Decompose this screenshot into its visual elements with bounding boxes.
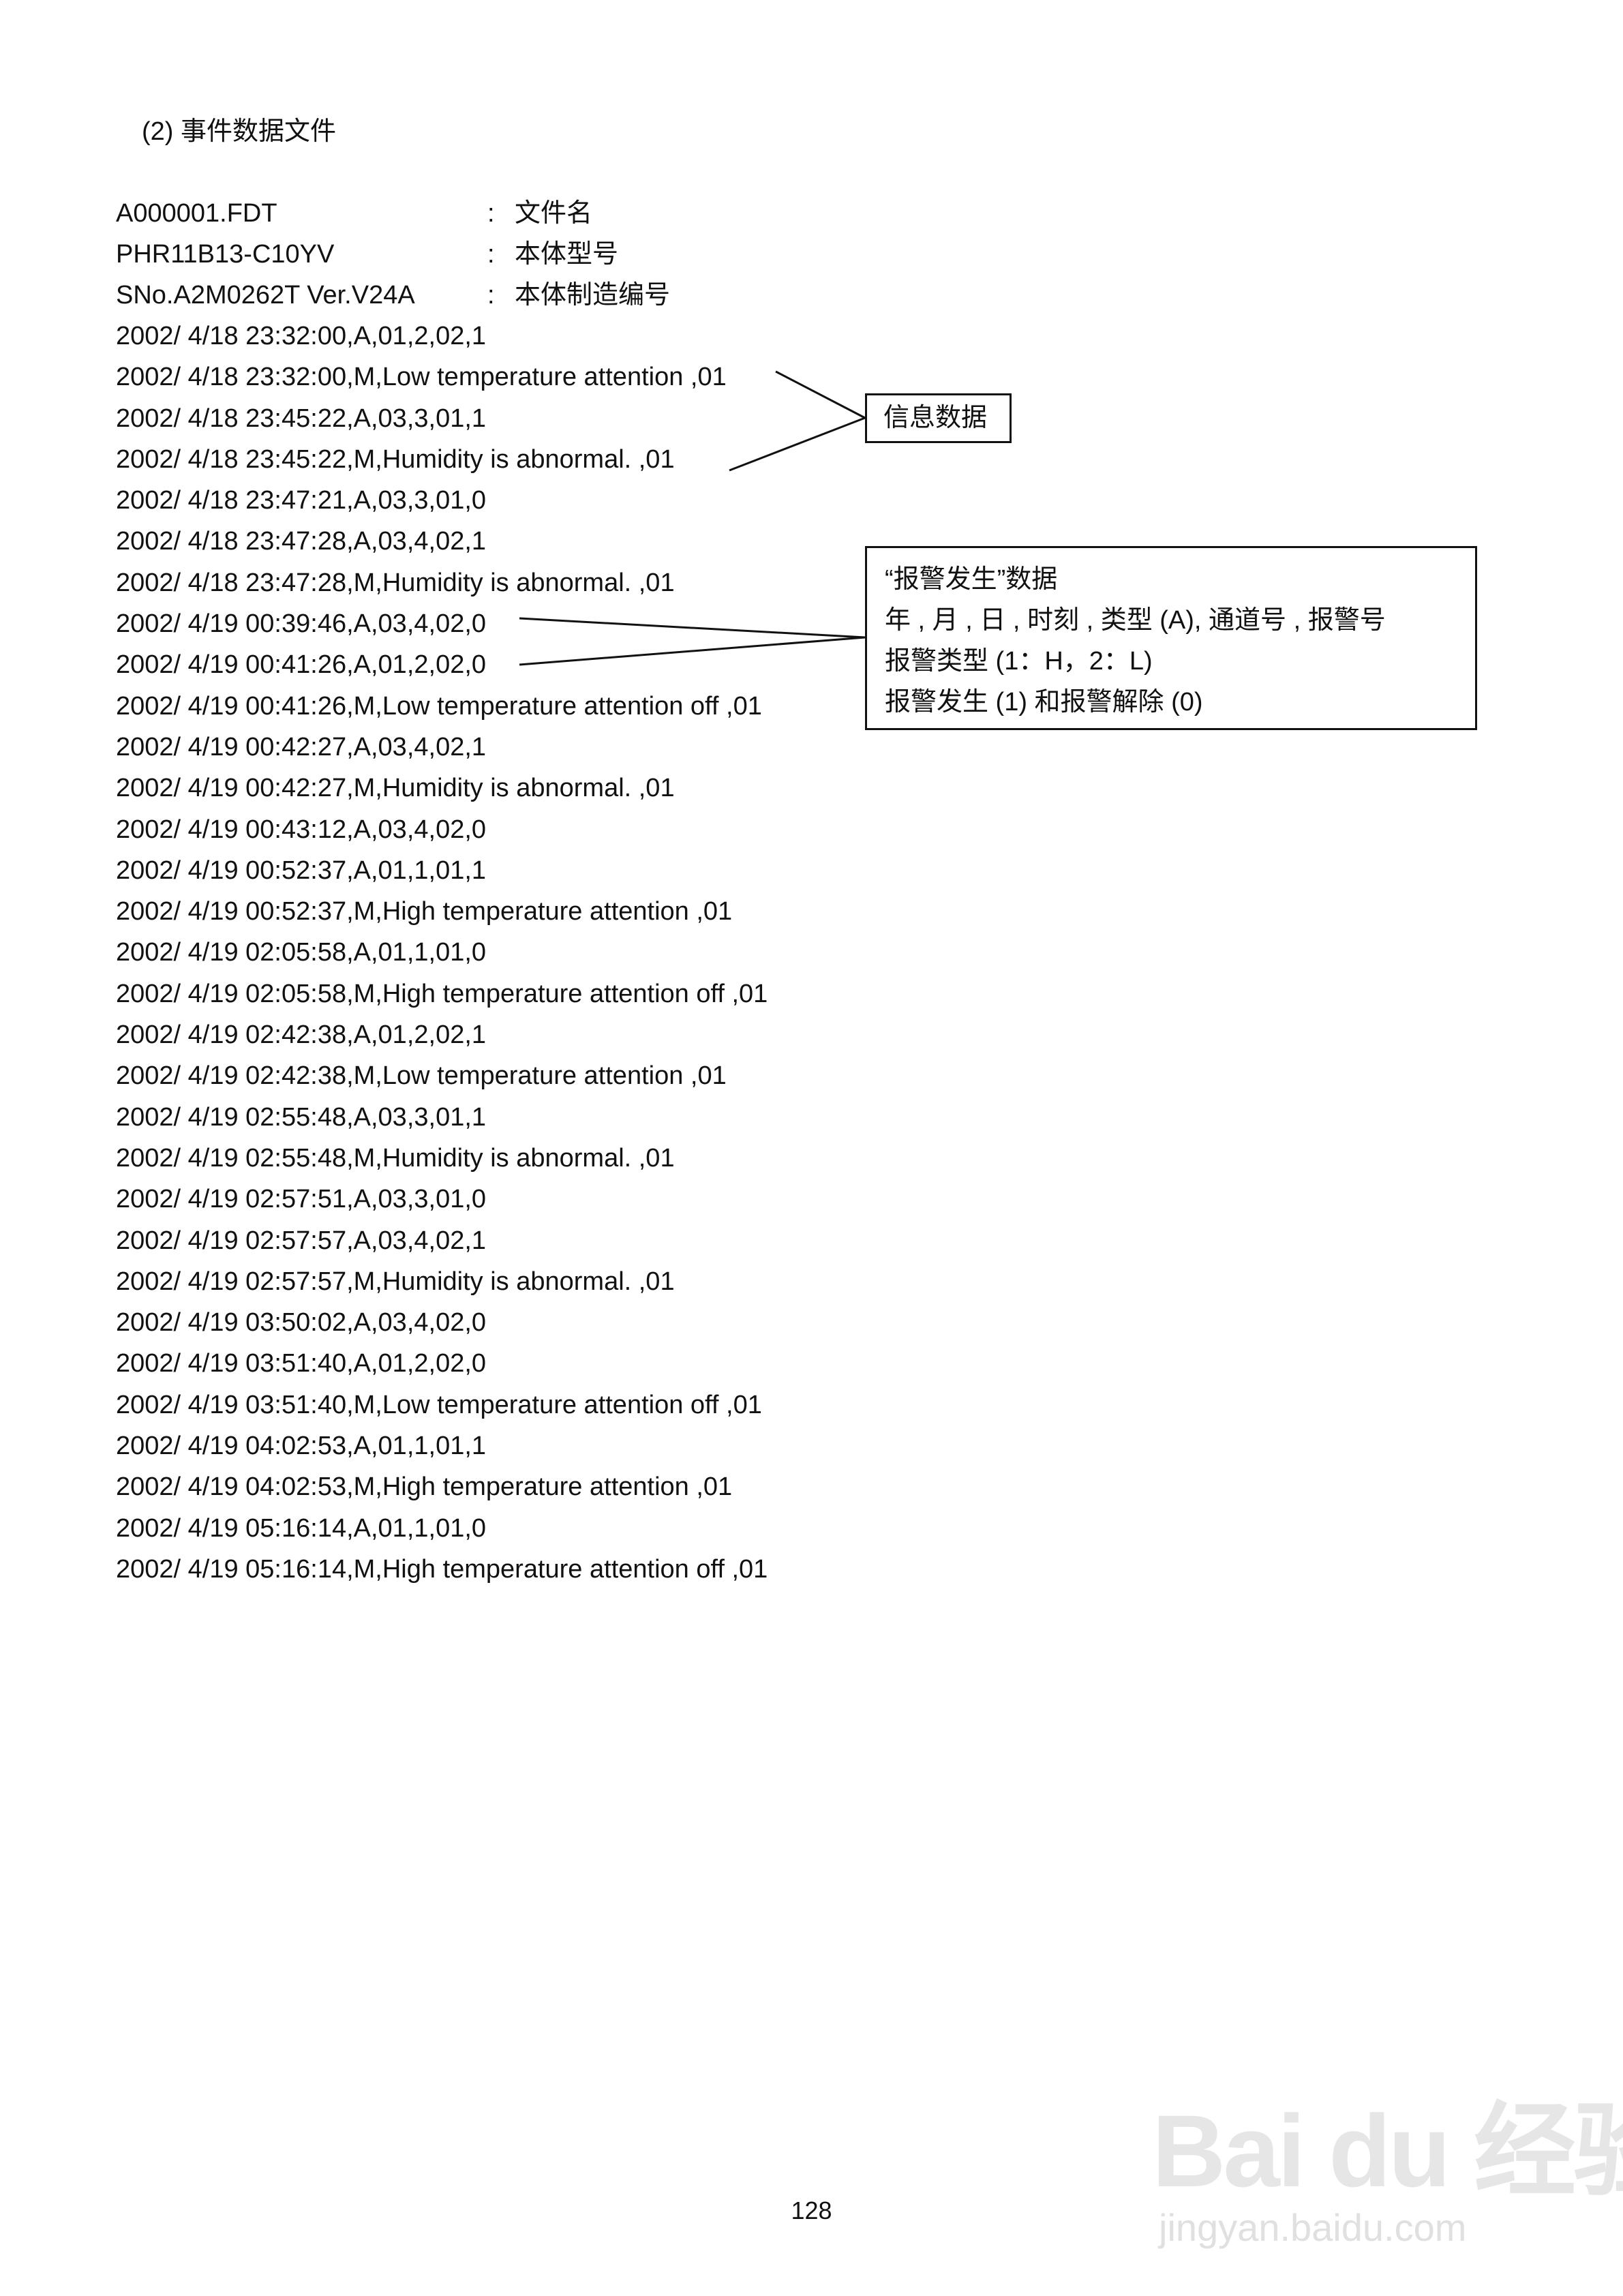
data-row: 2002/ 4/19 05:16:14,M,High temperature a…	[116, 1554, 768, 1584]
header-description: 本体型号	[515, 240, 619, 269]
data-row: 2002/ 4/18 23:32:00,A,01,2,02,1	[116, 322, 487, 350]
data-row: 2002/ 4/19 02:05:58,A,01,1,01,0	[116, 938, 487, 967]
callout-alarm-data: “报警发生”数据 年 , 月 , 日 , 时刻 , 类型 (A), 通道号 , …	[865, 546, 1477, 730]
alarm-callout-line: “报警发生”数据	[885, 565, 1058, 594]
data-row: 2002/ 4/19 03:50:02,A,03,4,02,0	[116, 1308, 487, 1338]
data-row: 2002/ 4/19 02:57:57,M,Humidity is abnorm…	[116, 1267, 675, 1296]
data-row: 2002/ 4/19 00:52:37,M,High temperature a…	[116, 897, 733, 926]
data-row: 2002/ 4/19 04:02:53,A,01,1,01,1	[116, 1432, 487, 1461]
data-row: 2002/ 4/19 02:55:48,A,03,3,01,1	[116, 1102, 487, 1132]
data-row: 2002/ 4/19 02:42:38,M,Low temperature at…	[116, 1061, 727, 1091]
data-row: 2002/ 4/19 02:42:38,A,01,2,02,1	[116, 1021, 487, 1050]
alarm-callout-line: 报警类型 (1：H，2：L)	[885, 647, 1153, 676]
data-row: 2002/ 4/19 04:02:53,M,High temperature a…	[116, 1472, 733, 1502]
data-row: 2002/ 4/19 00:42:27,A,03,4,02,1	[116, 732, 487, 761]
event-data-list: 2002/ 4/18 23:32:00,A,01,2,02,1 2002/ 4/…	[116, 316, 768, 1590]
data-row: 2002/ 4/19 00:42:27,M,Humidity is abnorm…	[116, 774, 675, 803]
data-row: 2002/ 4/18 23:47:28,A,03,4,02,1	[116, 527, 487, 556]
watermark-brand: Bai du 经验	[1152, 2094, 1623, 2208]
alarm-callout-line: 年 , 月 , 日 , 时刻 , 类型 (A), 通道号 , 报警号	[885, 606, 1386, 635]
header-row-model: PHR11B13-C10YV: 本体型号	[116, 234, 670, 275]
data-row: 2002/ 4/19 02:55:48,M,Humidity is abnorm…	[116, 1143, 675, 1173]
page-number: 128	[791, 2196, 832, 2224]
header-row-serial: SNo.A2M0262T Ver.V24A: 本体制造编号	[116, 275, 670, 316]
header-colon: :	[487, 199, 495, 228]
header-colon: :	[487, 240, 495, 269]
data-row: 2002/ 4/18 23:32:00,M,Low temperature at…	[116, 363, 727, 392]
data-row: 2002/ 4/19 02:57:51,A,03,3,01,0	[116, 1185, 487, 1214]
section-title: (2) 事件数据文件	[142, 117, 337, 146]
header-row-filename: A000001.FDT: 文件名	[116, 193, 670, 234]
data-row: 2002/ 4/18 23:47:21,A,03,3,01,0	[116, 486, 487, 515]
watermark-url: jingyan.baidu.com	[1159, 2206, 1467, 2249]
header-description: 文件名	[515, 199, 593, 228]
file-header-block: A000001.FDT: 文件名 PHR11B13-C10YV: 本体型号 SNo.…	[116, 193, 670, 316]
data-row: 2002/ 4/19 00:43:12,A,03,4,02,0	[116, 815, 487, 844]
data-row: 2002/ 4/18 23:45:22,M,Humidity is abnorm…	[116, 444, 675, 474]
data-row: 2002/ 4/19 00:41:26,A,01,2,02,0	[116, 650, 487, 680]
header-description: 本体制造编号	[515, 281, 671, 309]
data-row: 2002/ 4/19 02:57:57,A,03,4,02,1	[116, 1226, 487, 1255]
data-row: 2002/ 4/19 03:51:40,M,Low temperature at…	[116, 1390, 762, 1419]
data-row: 2002/ 4/19 00:52:37,A,01,1,01,1	[116, 856, 487, 885]
data-row: 2002/ 4/18 23:45:22,A,03,3,01,1	[116, 404, 487, 433]
baidu-watermark: Bai du 经验 jingyan.baidu.com	[1152, 2052, 1623, 2256]
header-value: A000001.FDT	[116, 199, 277, 228]
header-value: PHR11B13-C10YV	[116, 240, 335, 269]
header-value: SNo.A2M0262T Ver.V24A	[116, 281, 415, 309]
alarm-callout-line: 报警发生 (1) 和报警解除 (0)	[885, 688, 1203, 716]
data-row: 2002/ 4/19 02:05:58,M,High temperature a…	[116, 979, 768, 1008]
data-row: 2002/ 4/19 05:16:14,A,01,1,01,0	[116, 1513, 487, 1543]
connector-info-upper	[775, 370, 866, 419]
data-row: 2002/ 4/19 00:39:46,A,03,4,02,0	[116, 609, 487, 639]
data-row: 2002/ 4/19 00:41:26,M,Low temperature at…	[116, 691, 762, 721]
data-row: 2002/ 4/19 03:51:40,A,01,2,02,0	[116, 1349, 487, 1378]
data-row: 2002/ 4/18 23:47:28,M,Humidity is abnorm…	[116, 568, 675, 597]
header-colon: :	[487, 281, 495, 309]
callout-info-data: 信息数据	[865, 393, 1012, 443]
